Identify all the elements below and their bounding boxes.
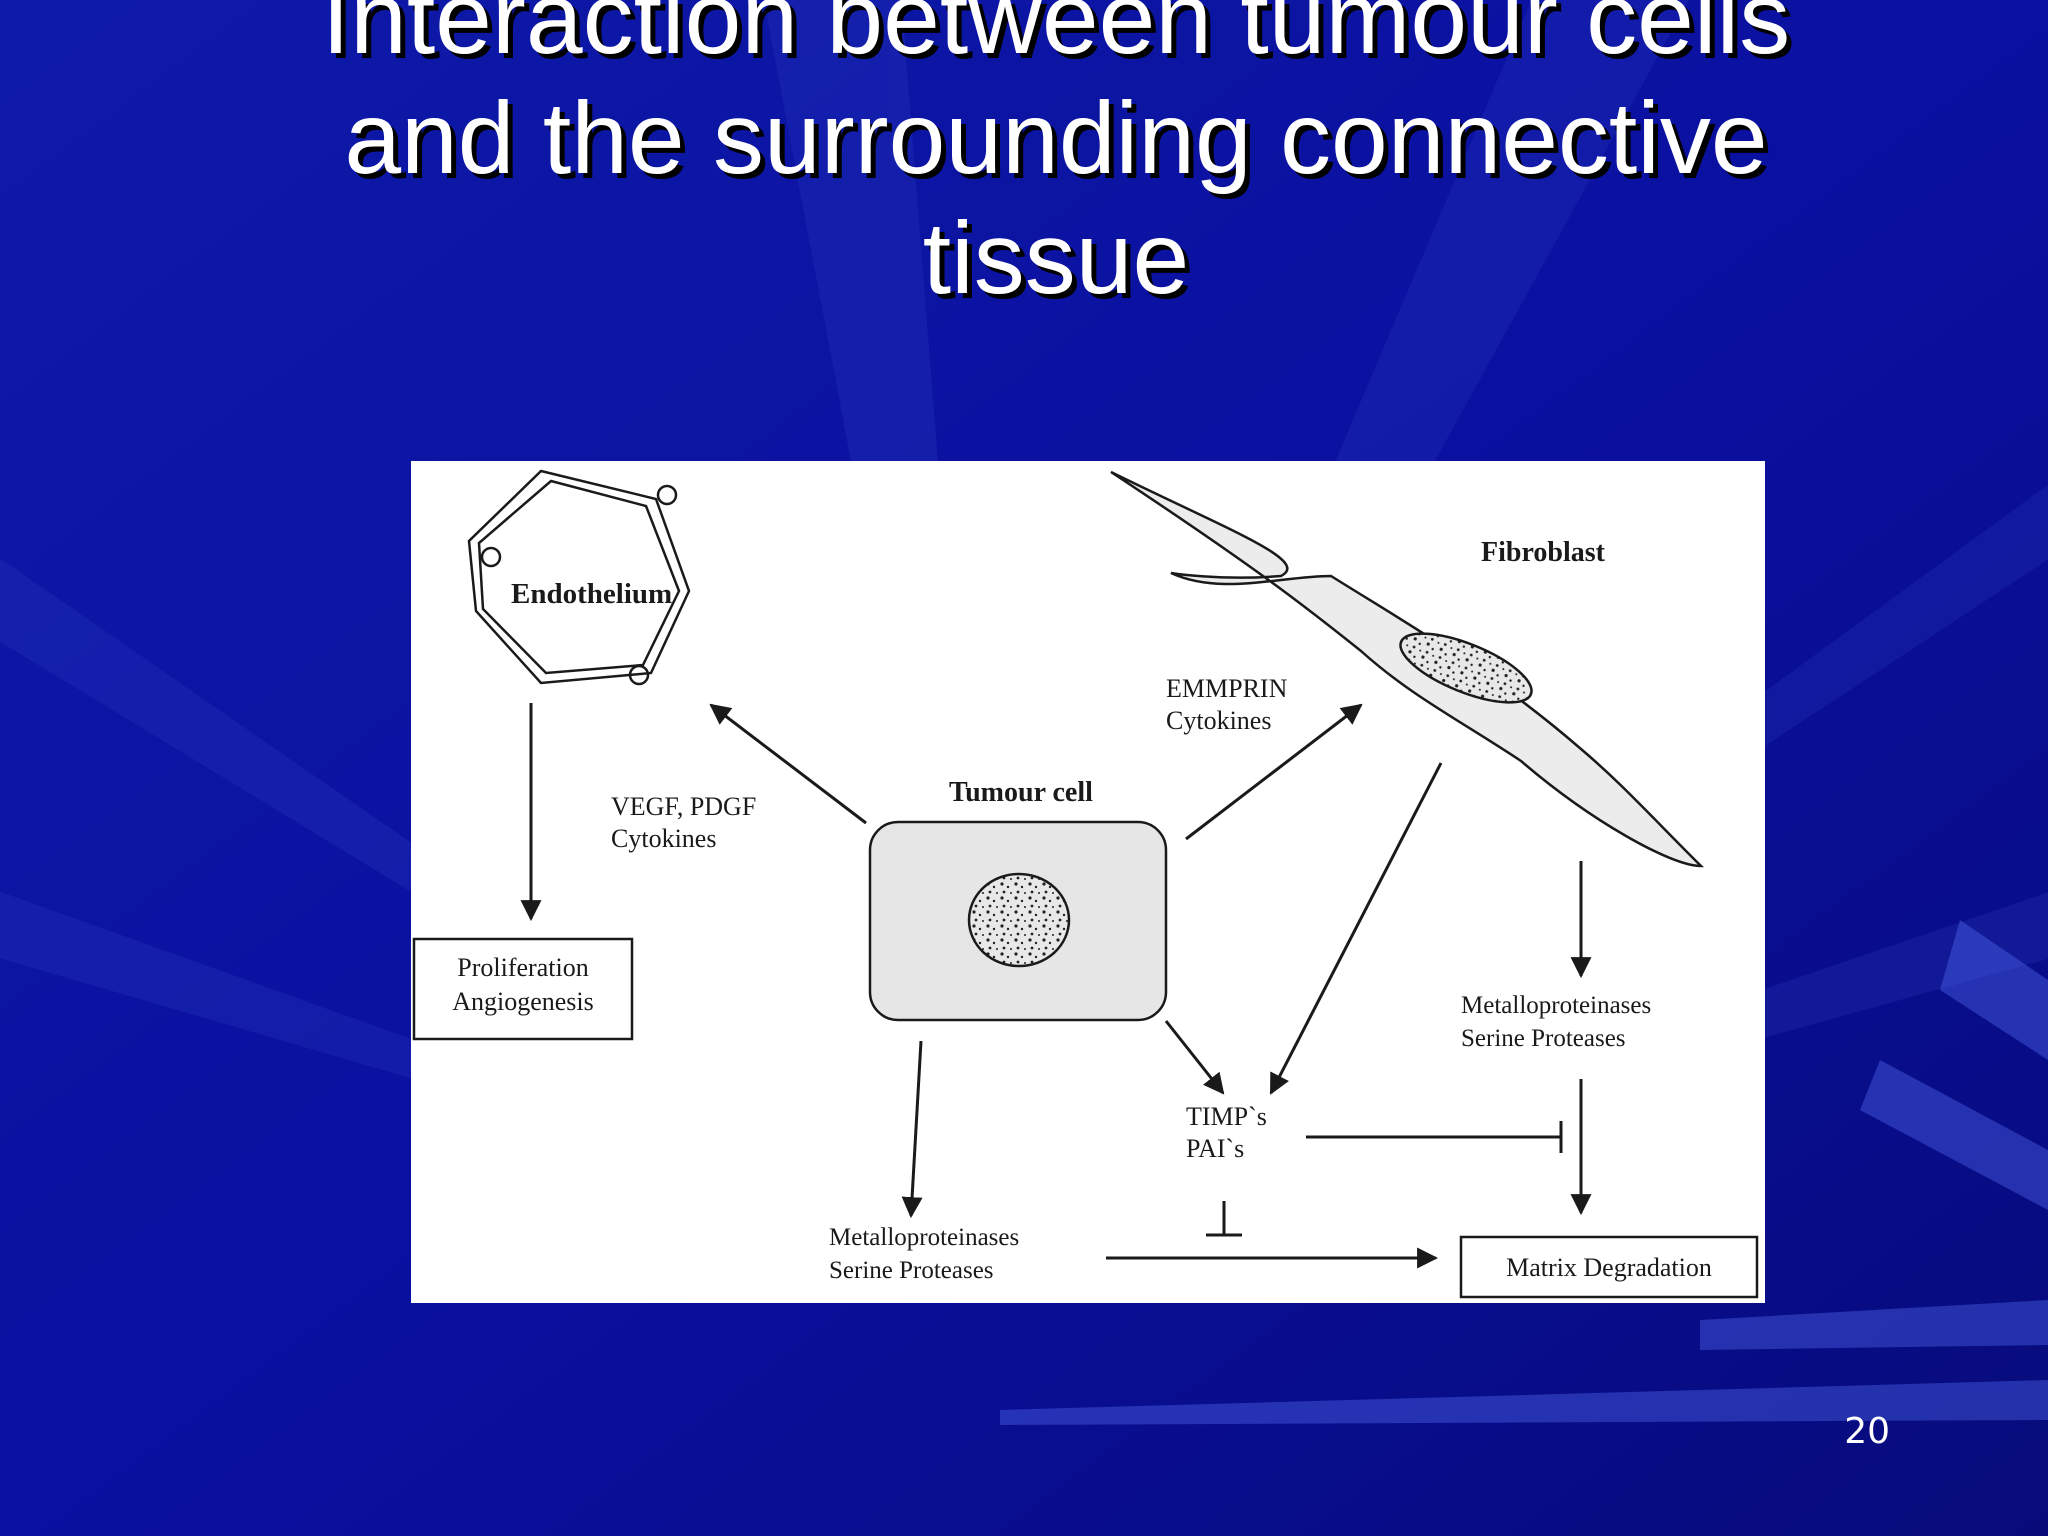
- metalloproteinases-bottom-label: Metalloproteinases: [829, 1224, 1019, 1251]
- vegf-pdgf-label: VEGF, PDGF: [611, 792, 756, 821]
- slide-title-line-3: tissue: [922, 201, 1190, 315]
- arrow-tumour-to-endothelium: [709, 703, 867, 825]
- matrix-degradation-box: [1459, 1235, 1759, 1299]
- diagram-arrows: [520, 703, 1592, 1269]
- tumour-microenvironment-diagram: Endothelium Fibroblast Tumour cell EMMPR…: [411, 461, 1765, 1303]
- arrow-tumour-to-timps: [1164, 1020, 1225, 1095]
- matrix-degradation-label: Matrix Degradation: [1506, 1253, 1712, 1282]
- arrow-tumour-to-fibroblast: [1185, 703, 1363, 841]
- slide-title-line-1: Interaction between tumour cells: [321, 0, 1791, 75]
- timps-label: TIMP`s: [1186, 1102, 1267, 1131]
- fibroblast-label: Fibroblast: [1481, 537, 1606, 568]
- slide-title-line-2: and the surrounding connective: [344, 81, 1768, 195]
- fibroblast-shape: [1110, 470, 1705, 868]
- emmprin-cytokines-label: Cytokines: [1166, 706, 1271, 735]
- vegf-cytokines-label: Cytokines: [611, 824, 716, 853]
- pais-label: PAI`s: [1186, 1134, 1244, 1163]
- endothelium-shape: [467, 469, 691, 686]
- endothelium-label: Endothelium: [511, 578, 672, 610]
- arrow-tumour-to-proteases: [901, 1040, 923, 1219]
- arrow-fibroblast-to-timps: [1269, 762, 1443, 1095]
- serine-proteases-bottom-label: Serine Proteases: [829, 1257, 994, 1284]
- tumour-cell-shape: [868, 820, 1168, 1022]
- tumour-cell-label: Tumour cell: [949, 777, 1093, 808]
- proliferation-box: [412, 937, 634, 1041]
- proliferation-label: Proliferation: [457, 953, 588, 982]
- angiogenesis-label: Angiogenesis: [452, 987, 594, 1016]
- serine-proteases-right-label: Serine Proteases: [1461, 1025, 1626, 1052]
- metalloproteinases-right-label: Metalloproteinases: [1461, 992, 1651, 1019]
- emmprin-label: EMMPRIN: [1166, 674, 1288, 703]
- slide-number: 20: [1844, 1411, 1890, 1452]
